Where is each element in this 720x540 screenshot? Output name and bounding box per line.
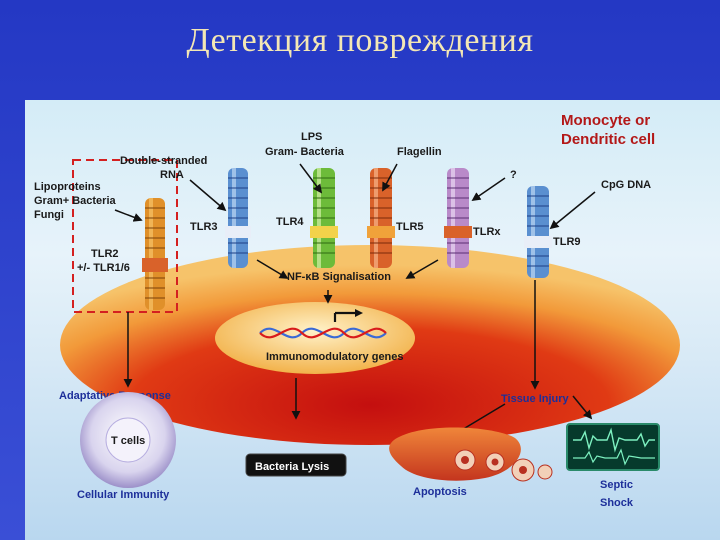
label-tlr4: TLR4	[276, 216, 304, 228]
septic-shock-line1: Septic	[600, 479, 633, 491]
ligand-dsrna-line1: Double-stranded	[120, 155, 207, 167]
label-tlr5: TLR5	[396, 221, 424, 233]
tlr2-dashed-box	[72, 159, 178, 313]
septic-shock-line2: Shock	[600, 497, 634, 509]
ligand-fungi: Fungi	[34, 209, 64, 221]
label-tlr2: TLR2	[91, 248, 119, 260]
tissue-injury-label: Tissue Injury	[501, 393, 570, 405]
bacteria-lysis-box	[245, 453, 347, 477]
label-tlr3: TLR3	[190, 221, 218, 233]
immunomodulatory-genes-label: Immunomodulatory genes	[266, 351, 404, 363]
label-tlrx: TLRx	[473, 226, 501, 238]
label-tlr16: +/- TLR1/6	[77, 262, 130, 274]
cellular-immunity-label: Cellular Immunity	[77, 489, 170, 501]
slide-title: Детекция повреждения	[186, 22, 534, 59]
ligand-lps: LPS	[301, 131, 322, 143]
tlr3-receptor	[225, 168, 251, 268]
nfkb-signal-label: NF-κB Signalisation	[287, 271, 391, 283]
tlr-diagram: Monocyte or Dendritic cell Lipoproteins …	[34, 112, 680, 509]
ligand-cpg-dna: CpG DNA	[601, 179, 651, 191]
ligand-gram-negative: Gram- Bacteria	[265, 146, 345, 158]
ligand-flagellin: Flagellin	[397, 146, 442, 158]
ligand-lipoproteins: Lipoproteins	[34, 181, 101, 193]
cell-type-line1: Monocyte or	[561, 112, 650, 129]
ligand-dsrna-line2: RNA	[160, 169, 184, 181]
tlr9-receptor	[524, 186, 552, 278]
ecg-monitor-icon	[566, 423, 660, 471]
cell-type-line2: Dendritic cell	[561, 131, 655, 148]
label-tlr9: TLR9	[553, 236, 581, 248]
apoptosis-tissue-icon	[389, 427, 553, 482]
nucleus	[215, 302, 415, 374]
tlr2-receptor	[142, 198, 168, 310]
tlr5-receptor	[367, 168, 395, 268]
ligand-unknown: ?	[510, 169, 517, 181]
apoptosis-label: Apoptosis	[413, 486, 467, 498]
ligand-gram-positive: Gram+ Bacteria	[34, 195, 117, 207]
tlrx-receptor	[444, 168, 472, 268]
bacteria-lysis-label: Bacteria Lysis	[255, 461, 329, 473]
dna-helix-icon	[259, 309, 387, 339]
t-cells-label: T cells	[111, 435, 145, 447]
